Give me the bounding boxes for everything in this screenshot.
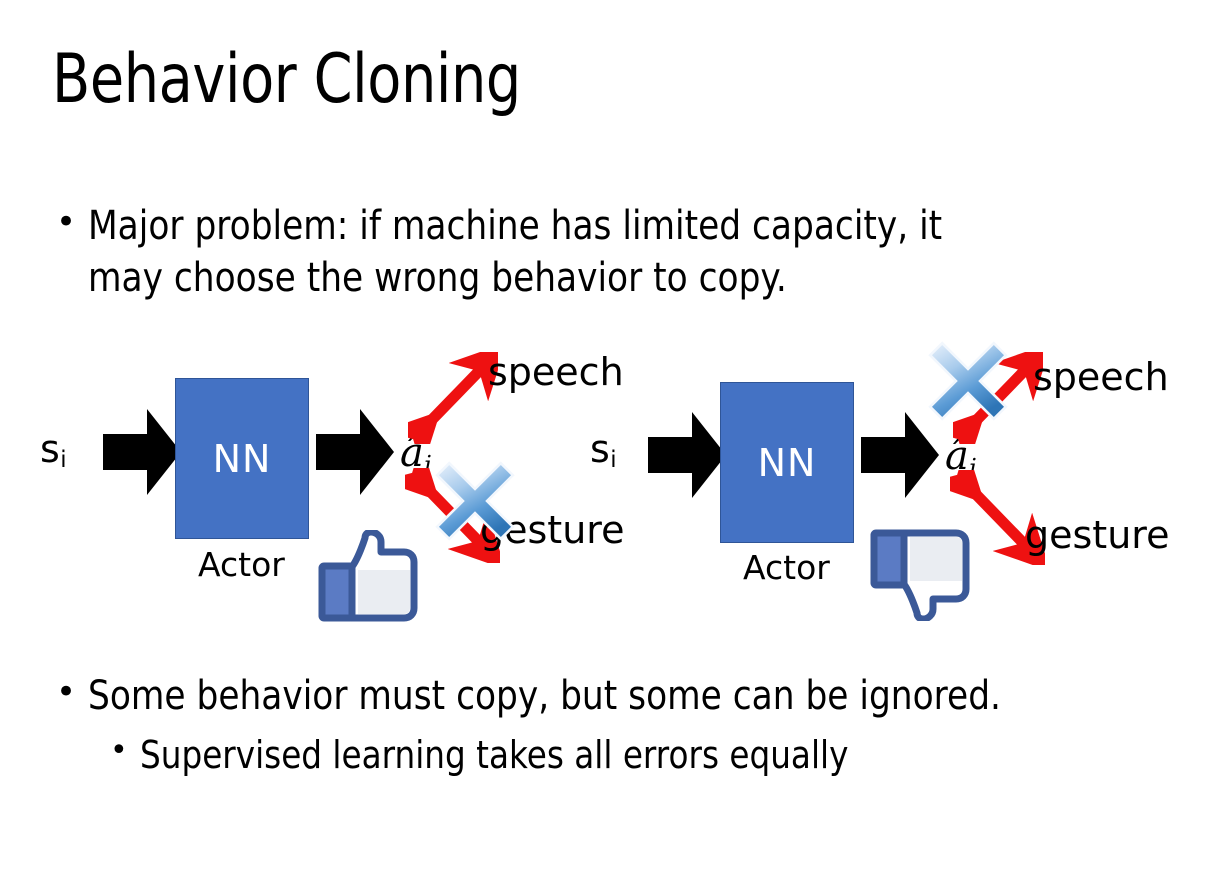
thumbs-up-icon (318, 530, 418, 622)
cross-out-icon-speech-right (928, 341, 1008, 421)
diagram-right: si NN Actor âi speech (565, 330, 1210, 650)
bullet-bottom-sub-text: Supervised learning takes all errors equ… (139, 733, 849, 777)
state-subscript: i (610, 447, 617, 474)
bullet-top-text: Major problem: if machine has limited ca… (88, 203, 943, 301)
double-arrow-speech-left (408, 352, 498, 444)
bullet-bottom-primary-text: Some behavior must copy, but some can be… (88, 673, 1002, 719)
action-symbol-right: âi (945, 433, 977, 480)
bullet-marker-icon: • (56, 202, 77, 242)
output-block-arrow-icon-right (861, 412, 939, 498)
input-block-arrow-icon-right (648, 412, 726, 498)
diagram-left: si NN Actor âi speech (0, 330, 624, 650)
output-label-gesture-right: gesture (1025, 513, 1170, 557)
actor-label-right: Actor (743, 548, 830, 587)
double-arrow-gesture-right (950, 470, 1045, 565)
bullet-bottom-sub: • Supervised learning takes all errors e… (110, 731, 1190, 780)
output-label-speech-right: speech (1033, 355, 1169, 399)
output-label-speech-left: speech (488, 350, 624, 394)
cross-out-icon-gesture-left (435, 461, 515, 541)
state-label-right: si (590, 427, 617, 471)
output-block-arrow-icon-left (316, 409, 394, 495)
actor-label-left: Actor (198, 545, 285, 584)
nn-box-right: NN (720, 382, 854, 543)
nn-label-right: NN (757, 440, 817, 485)
action-subscript: i (969, 454, 977, 483)
bullet-marker-icon: • (56, 672, 77, 712)
input-block-arrow-icon-left (103, 409, 181, 495)
bullet-bottom-primary: • Some behavior must copy, but some can … (56, 670, 1186, 722)
action-subscript: i (424, 451, 432, 480)
state-symbol: s (590, 427, 610, 471)
state-symbol: s (40, 427, 60, 471)
bullet-marker-icon: • (110, 733, 128, 768)
page-title: Behavior Cloning (52, 40, 521, 119)
bullet-top: • Major problem: if machine has limited … (56, 200, 1176, 304)
state-label-left: si (40, 427, 67, 471)
nn-box-left: NN (175, 378, 309, 539)
thumbs-down-icon (870, 529, 970, 621)
action-a-hat: â (945, 433, 969, 479)
state-subscript: i (60, 447, 67, 474)
nn-label-left: NN (212, 436, 272, 481)
